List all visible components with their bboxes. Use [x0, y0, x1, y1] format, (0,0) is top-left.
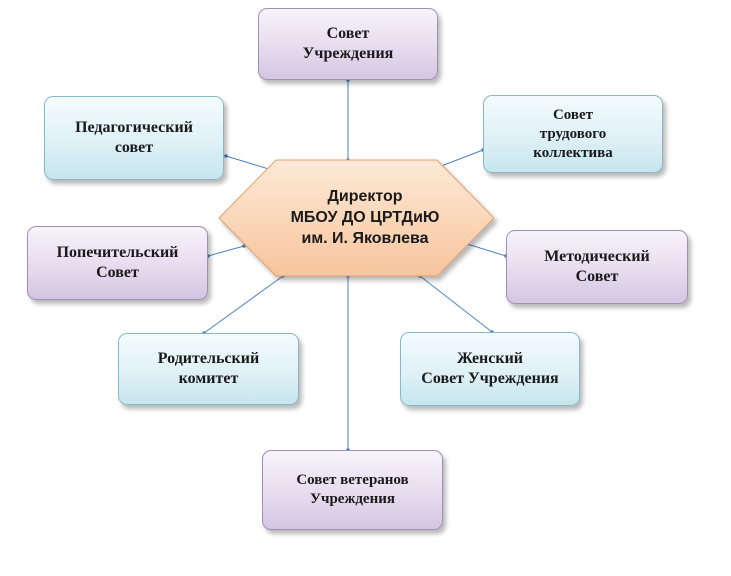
labor-council-box: Совет трудового коллектива: [483, 95, 663, 173]
connector-parents: [202, 274, 285, 335]
trustee-council-box: Попечительский Совет: [27, 226, 208, 300]
trustee-council-label: Попечительский Совет: [56, 244, 179, 281]
connector-women: [418, 274, 494, 334]
methodical-council-label: Методический Совет: [544, 248, 650, 285]
pedagogical-council-box: Педагогический совет: [44, 96, 224, 180]
director-name: им. И. Яковлева: [301, 230, 429, 247]
parents-committee-label: Родительский комитет: [157, 350, 260, 387]
council-label: Совет Учреждения: [302, 25, 394, 62]
connector-methodical: [465, 242, 508, 258]
director-org: МБОУ ДО ЦРТДиЮ: [290, 209, 440, 226]
methodical-council-box: Методический Совет: [506, 230, 688, 304]
labor-council-label: Совет трудового коллектива: [533, 106, 613, 161]
veterans-council-box: Совет ветеранов Учреждения: [262, 450, 443, 530]
women-council-label: Женский Совет Учреждения: [421, 350, 559, 387]
council-box: Совет Учреждения: [258, 8, 438, 80]
connector-trustee: [206, 244, 246, 258]
pedagogical-council-label: Педагогический совет: [75, 119, 193, 156]
parents-committee-box: Родительский комитет: [118, 333, 299, 405]
veterans-council-label: Совет ветеранов Учреждения: [296, 472, 409, 507]
director-hexagon: [218, 159, 495, 277]
director-title: Директор: [327, 188, 403, 205]
connector-pedagogical: [224, 154, 274, 172]
director-label: Директор МБОУ ДО ЦРТДиЮ им. И. Яковлева: [250, 186, 480, 249]
connector-labor: [434, 148, 485, 170]
women-council-box: Женский Совет Учреждения: [400, 332, 580, 406]
